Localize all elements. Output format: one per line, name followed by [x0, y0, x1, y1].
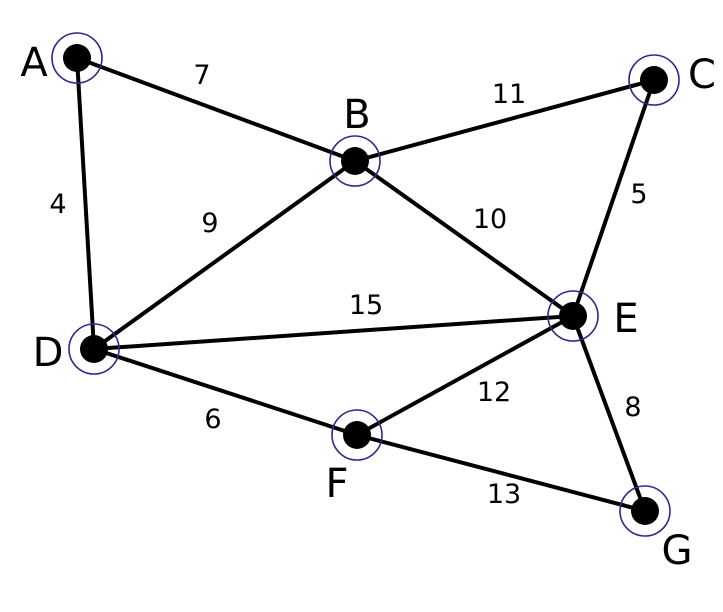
node-c-label: C — [688, 52, 716, 98]
edge-weight-layer: 7 4 11 9 10 5 15 6 12 8 13 — [49, 60, 647, 510]
edge-a-d — [75, 56, 96, 351]
node-e-halo — [547, 290, 599, 342]
node-a: A — [20, 32, 103, 86]
weight-label-a-b: 7 — [193, 60, 210, 91]
node-b: B — [329, 92, 381, 187]
node-a-halo — [51, 32, 103, 84]
node-d-halo — [68, 323, 120, 375]
node-b-dot — [341, 147, 369, 175]
node-c-dot — [640, 66, 668, 94]
edge-b-c — [353, 78, 656, 163]
node-b-label: B — [343, 92, 370, 138]
node-f-label: F — [325, 461, 348, 507]
node-g-halo — [619, 485, 671, 537]
node-f-halo — [331, 409, 383, 461]
node-g-label: G — [662, 528, 693, 574]
node-e: E — [547, 290, 639, 342]
weight-label-a-d: 4 — [49, 189, 66, 220]
edge-e-f — [355, 314, 575, 437]
node-f-dot — [343, 421, 371, 449]
node-c: C — [628, 52, 716, 106]
weight-label-e-f: 12 — [477, 377, 511, 408]
node-layer: A B C D E F G — [20, 32, 716, 574]
edge-b-d — [92, 159, 357, 351]
node-f: F — [325, 409, 383, 507]
node-b-halo — [329, 135, 381, 187]
edge-c-e — [571, 78, 656, 318]
edge-f-g — [355, 433, 647, 513]
edge-e-g — [571, 314, 647, 513]
weight-label-b-e: 10 — [473, 204, 507, 235]
weight-label-d-e: 15 — [349, 290, 383, 321]
node-d-label: D — [33, 330, 64, 376]
edge-d-f — [92, 347, 359, 437]
edge-layer — [75, 56, 656, 513]
node-e-label: E — [613, 296, 638, 342]
node-g-dot — [631, 497, 659, 525]
edge-b-e — [353, 159, 575, 318]
weight-label-d-f: 6 — [204, 404, 221, 435]
weight-label-b-c: 11 — [492, 79, 526, 110]
node-d: D — [33, 323, 120, 376]
node-e-dot — [559, 302, 587, 330]
node-g: G — [619, 485, 693, 574]
edge-a-b — [75, 56, 357, 163]
node-d-dot — [80, 335, 108, 363]
weight-label-e-g: 8 — [624, 392, 641, 423]
weight-label-b-d: 9 — [201, 208, 218, 239]
weight-label-f-g: 13 — [487, 479, 521, 510]
weight-label-c-e: 5 — [630, 179, 647, 210]
edge-d-e — [92, 314, 575, 351]
node-a-dot — [63, 44, 91, 72]
node-a-label: A — [20, 40, 48, 86]
node-c-halo — [628, 54, 680, 106]
